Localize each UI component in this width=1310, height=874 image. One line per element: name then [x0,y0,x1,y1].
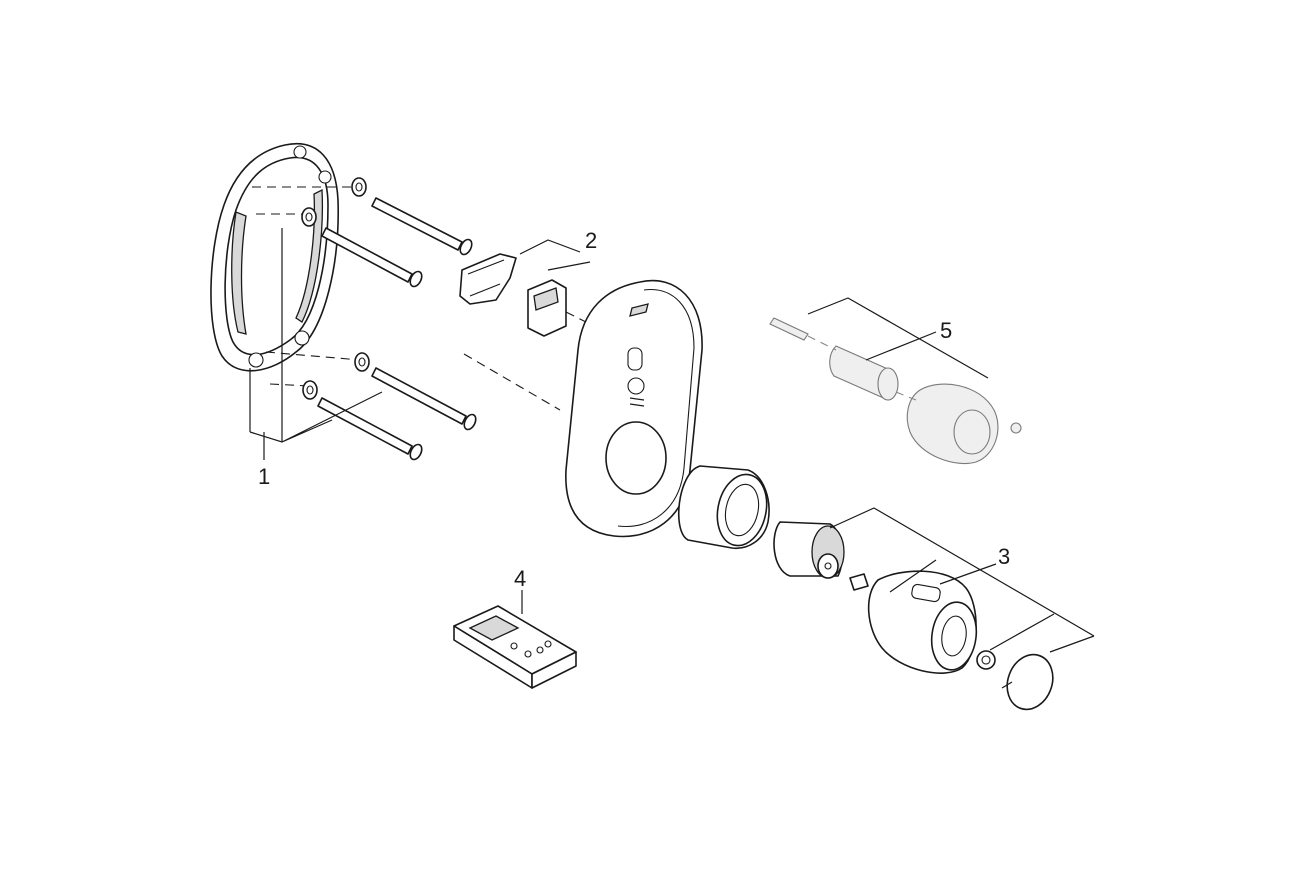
callout-3-leader [829,507,1095,653]
screw-bottom-2 [317,397,423,461]
callout-2: 2 [585,228,597,253]
escutcheon-sleeve [677,465,770,549]
mounting-frame [210,143,339,442]
callout-5: 5 [940,318,952,343]
remote-control-display [453,605,577,689]
cap-disc [1001,653,1054,711]
handle-knob [867,570,978,674]
small-screw [849,573,869,591]
callout-3: 3 [998,544,1010,569]
mounting-clip [459,253,517,305]
cover-plate [565,279,703,538]
callout-2-leader [519,239,591,271]
cartridge-pin [769,317,809,341]
nut [976,650,996,670]
callout-5-leader [807,297,989,379]
cartridge-body [906,383,1022,465]
callout-1: 1 [258,464,270,489]
screw-top-1 [371,197,473,256]
connector-block [527,279,595,337]
cartridge-spindle [829,345,899,401]
screw-bottom-1 [371,367,477,431]
cartridge-adapter [773,521,845,579]
screw-top-2 [321,227,423,288]
callout-4: 4 [514,566,526,591]
callout-1-leader [249,391,383,460]
washers [301,177,370,400]
cartridge-guide-lines [807,335,917,401]
